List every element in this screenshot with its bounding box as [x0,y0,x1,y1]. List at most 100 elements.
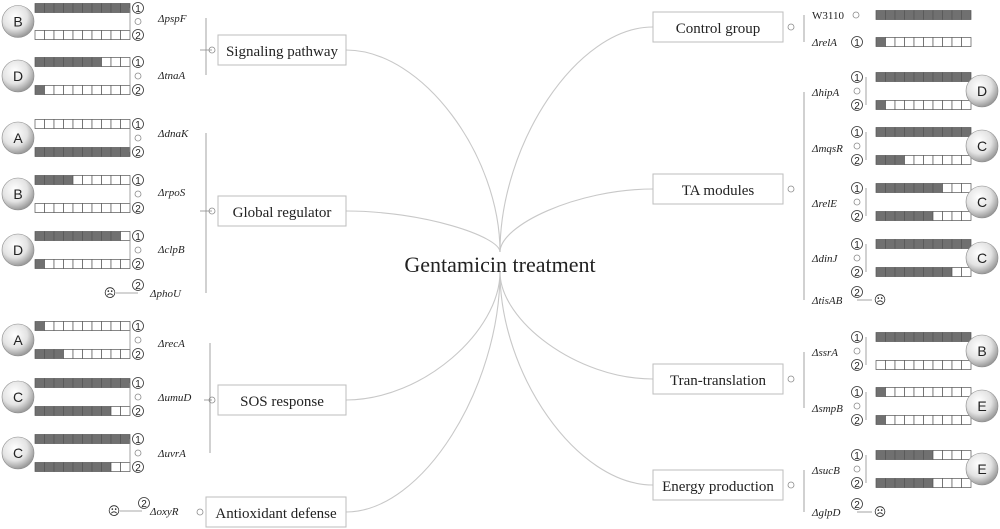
track-cell [961,183,972,193]
branch-node [134,449,142,457]
track-cell [885,450,896,460]
track-cell [904,211,915,221]
track-cell [63,378,74,388]
track-cell [34,57,45,67]
track-cell [72,57,83,67]
track-cell [923,267,934,277]
track-cell [904,415,915,425]
track-cell [120,57,131,67]
track-cell [63,147,74,157]
track-cell [53,406,64,416]
track-cell [885,211,896,221]
branch-node [787,481,795,489]
track-cell [875,239,886,249]
track-cell [942,127,953,137]
marker-one: 1 [132,56,144,69]
track-cell [91,119,102,129]
gene-label: ΔrelA [811,37,837,49]
marker-digit: 1 [135,379,141,390]
track-two [34,259,131,269]
track-cell [101,231,112,241]
category-box-ta: TA modules [652,173,795,205]
track-cell [923,211,934,221]
marker-two: 2 [851,477,863,490]
gene-label: ΔsmpB [811,403,843,415]
track-cell [53,462,64,472]
track-cell [885,239,896,249]
track-cell [894,332,905,342]
track-two [875,360,972,370]
track-cell [120,175,131,185]
track-cell [34,321,45,331]
phenotype-badge: A [1,323,35,357]
track-cell [44,349,55,359]
marker-digit: 2 [854,500,860,511]
track-one [875,72,972,82]
marker-digit: 2 [141,499,147,510]
track-cell [82,349,93,359]
track-cell [82,378,93,388]
track-cell [110,119,121,129]
track-cell [875,72,886,82]
badge-letter: E [977,398,986,414]
track-cell [34,434,45,444]
marker-two: 2 [132,348,144,361]
track-cell [82,175,93,185]
track-cell [110,57,121,67]
marker-digit: 1 [135,435,141,446]
track-cell [923,415,934,425]
track-cell [942,183,953,193]
badge-letter: A [13,130,23,146]
phenotype-badge: A [1,121,35,155]
track-two [875,267,972,277]
track-cell [63,175,74,185]
track-cell [53,30,64,40]
marker-digit: 2 [135,260,141,271]
curve-signaling [345,49,501,253]
track-cell [120,349,131,359]
track-cell [110,378,121,388]
gene-label: ΔssrA [811,347,838,359]
marker-one: 1 [132,118,144,131]
track-cell [63,406,74,416]
badge-letter: D [13,242,23,258]
track-cell [63,30,74,40]
marker-digit: 2 [854,416,860,427]
track-cell [875,37,886,47]
track-cell [82,85,93,95]
marker-two: 2 [132,405,144,418]
gene-label: ΔglpD [811,507,841,519]
track-cell [110,147,121,157]
curve-antioxidant [345,271,501,513]
connector-curves [345,26,654,513]
track-one [34,3,131,13]
track-cell [894,72,905,82]
track-cell [91,462,102,472]
track-cell [894,100,905,110]
track-cell [34,147,45,157]
marker-digit: 2 [854,361,860,372]
track-cell [932,415,943,425]
track-cell [72,30,83,40]
track-cell [894,239,905,249]
track-two [34,147,131,157]
track-cell [44,175,55,185]
track-cell [932,267,943,277]
track-cell [101,3,112,13]
branch-node [787,23,795,31]
category-label: SOS response [240,394,324,410]
track-cell [53,321,64,331]
track-cell [82,119,93,129]
marker-two: 2 [132,84,144,97]
track-cell [894,127,905,137]
track-cell [63,57,74,67]
track-cell [91,259,102,269]
track-cell [53,147,64,157]
track-cell [110,349,121,359]
track-two [875,415,972,425]
marker-two: 2 [132,29,144,42]
